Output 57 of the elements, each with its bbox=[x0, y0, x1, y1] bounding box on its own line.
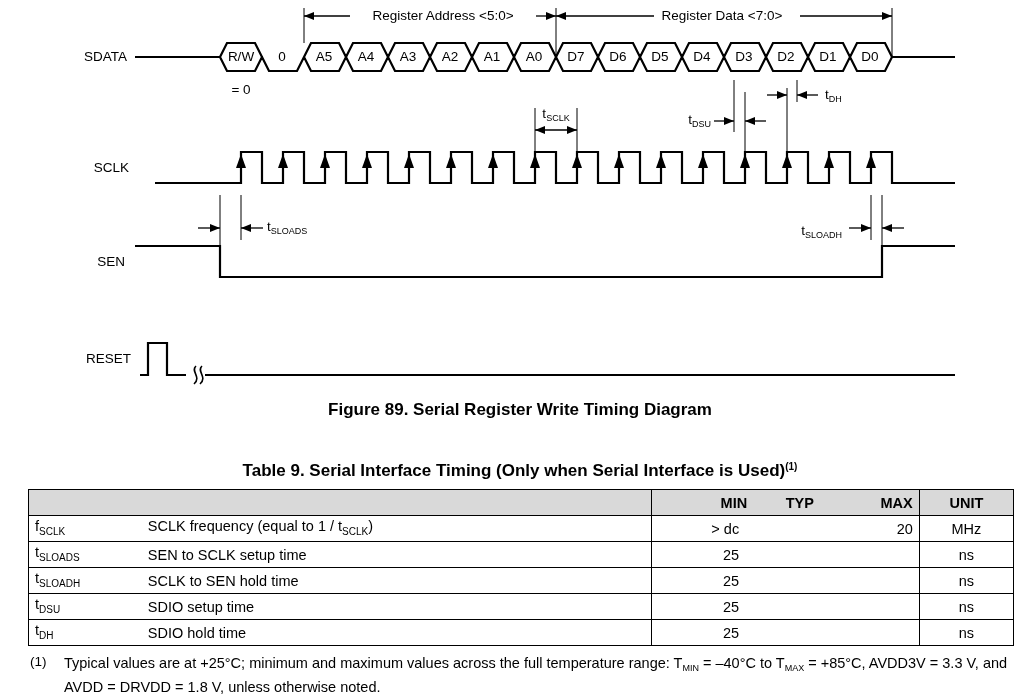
figure-caption: Figure 89. Serial Register Write Timing Diagram bbox=[328, 402, 712, 418]
bit-label: D7 bbox=[567, 49, 585, 65]
value-text: 25 bbox=[651, 541, 754, 568]
column-header: UNIT bbox=[919, 489, 1014, 516]
column-header: MAX bbox=[846, 489, 920, 516]
table-title: Table 9. Serial Interface Timing (Only when Serial Interface is Used)$^{(1)}$ bbox=[242, 459, 798, 480]
parameter-text: SCLK to SEN hold time bbox=[141, 567, 652, 594]
unit-text: ns bbox=[919, 593, 1014, 620]
bracket-label: Register Data <7:0> bbox=[661, 8, 783, 24]
bit-label: D5 bbox=[651, 49, 669, 65]
bracket-label: Register Address <5:0> bbox=[372, 8, 514, 24]
value-text: > dc bbox=[651, 515, 754, 542]
parameter-text: SEN to SCLK setup time bbox=[141, 541, 652, 568]
bit-label: A3 bbox=[399, 49, 417, 65]
bit-label: D0 bbox=[861, 49, 879, 65]
bit-label: D2 bbox=[777, 49, 795, 65]
signal-name: SEN bbox=[97, 254, 125, 270]
symbol-text: t$_{DH}$ bbox=[28, 619, 142, 646]
bit-label: A4 bbox=[357, 49, 375, 65]
column-header: MIN bbox=[651, 489, 754, 516]
parameter-text: SCLK frequency (equal to 1 / t$_{SCLK}$) bbox=[141, 515, 652, 542]
signal-name: SCLK bbox=[93, 160, 129, 176]
signal-name: SDATA bbox=[84, 49, 127, 65]
footnote-text: Typical values are at +25°C; minimum and maximum values across the full temperature range: T$_{MIN}$ = –40°C to T$_{MAX}$ = +85°C, AVDD3V = 3.3 V, and AVDD = DRVDD = 1.8 V, unless otherwise noted. bbox=[64, 654, 1009, 697]
parameter-text: SDIO setup time bbox=[141, 593, 652, 620]
timing-label: t$_{DH}$ bbox=[825, 87, 842, 106]
timing-label: t$_{SCLK}$ bbox=[542, 106, 570, 125]
bit-label: A5 bbox=[315, 49, 333, 65]
bit-note: = 0 bbox=[231, 82, 251, 98]
timing-label: t$_{DSU}$ bbox=[688, 112, 711, 131]
bit-label: D4 bbox=[693, 49, 711, 65]
symbol-text: t$_{SLOADH}$ bbox=[28, 567, 142, 594]
timing-label: t$_{SLOADH}$ bbox=[801, 223, 842, 242]
footnote-mark: (1) bbox=[30, 654, 47, 670]
timing-label: t$_{SLOADS}$ bbox=[267, 219, 308, 238]
bit-label: D1 bbox=[819, 49, 837, 65]
symbol-text: f$_{SCLK}$ bbox=[28, 515, 142, 542]
value-text: 25 bbox=[651, 619, 754, 646]
bit-label: D3 bbox=[735, 49, 753, 65]
bit-label: A1 bbox=[483, 49, 501, 65]
unit-text: ns bbox=[919, 619, 1014, 646]
value-text: 25 bbox=[651, 567, 754, 594]
column-header: TYP bbox=[753, 489, 847, 516]
bit-label: D6 bbox=[609, 49, 627, 65]
value-text: 25 bbox=[651, 593, 754, 620]
unit-text: MHz bbox=[919, 515, 1014, 542]
symbol-text: t$_{SLOADS}$ bbox=[28, 541, 142, 568]
parameter-text: SDIO hold time bbox=[141, 619, 652, 646]
bit-label: R/W bbox=[227, 49, 255, 65]
value-text: 20 bbox=[846, 515, 920, 542]
symbol-text: t$_{DSU}$ bbox=[28, 593, 142, 620]
unit-text: ns bbox=[919, 567, 1014, 594]
bit-label: A2 bbox=[441, 49, 459, 65]
unit-text: ns bbox=[919, 541, 1014, 568]
bit-label: 0 bbox=[278, 49, 286, 65]
bit-label: A0 bbox=[525, 49, 543, 65]
signal-name: RESET bbox=[86, 351, 131, 367]
